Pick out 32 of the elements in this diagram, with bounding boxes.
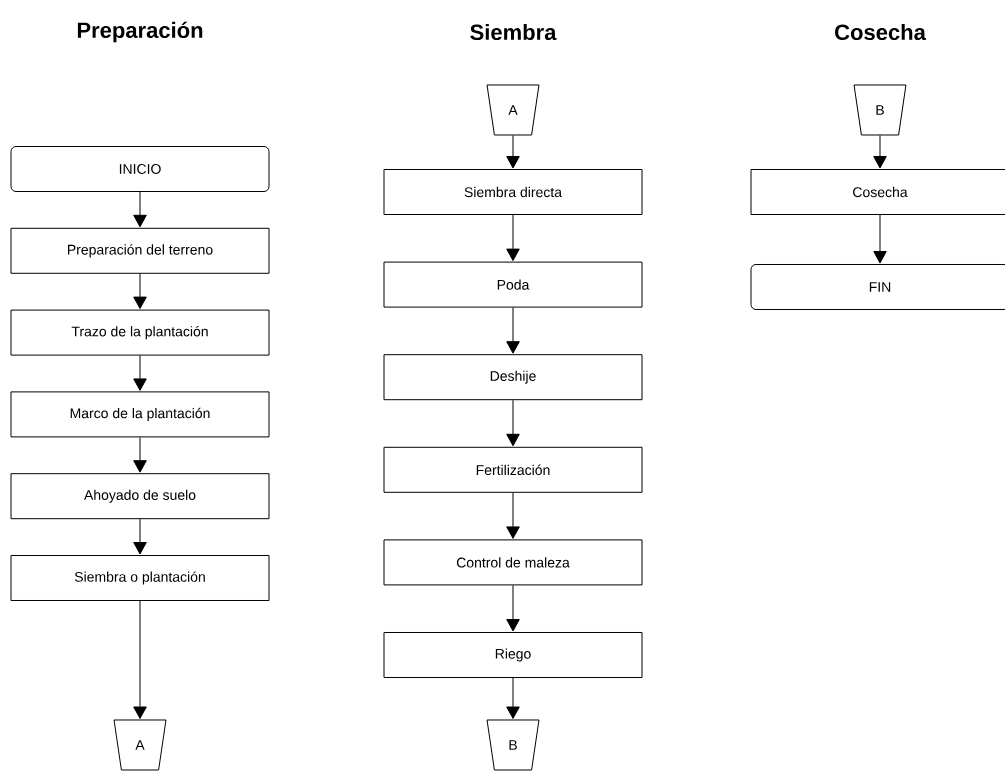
process-box: Siembra directa: [383, 169, 643, 215]
process-box: Trazo de la plantación: [10, 309, 270, 356]
process-box: Riego: [383, 632, 643, 678]
arrow: [506, 214, 520, 262]
arrow: [873, 214, 887, 264]
arrow: [133, 436, 147, 473]
arrow: [873, 135, 887, 169]
arrow: [133, 355, 147, 391]
process-box: Ahoyado de suelo: [10, 473, 270, 520]
column-heading: Siembra: [470, 23, 557, 41]
process-box: Deshije: [383, 354, 643, 401]
arrow: [506, 492, 520, 539]
arrow: [506, 677, 520, 719]
arrow: [133, 600, 147, 719]
terminal-box: FIN: [750, 264, 1005, 310]
process-box: Control de maleza: [383, 539, 643, 586]
process-box: Siembra o plantación: [10, 555, 270, 601]
terminal-box: INICIO: [10, 146, 270, 192]
arrow: [506, 399, 520, 447]
column-heading: Preparación: [77, 21, 203, 43]
arrow: [506, 584, 520, 632]
process-box: Marco de la plantación: [10, 391, 270, 438]
arrow: [133, 273, 147, 310]
process-box: Fertilización: [383, 446, 643, 493]
arrow: [506, 135, 520, 169]
arrow: [133, 191, 147, 228]
process-box: Preparación del terreno: [10, 227, 270, 274]
column-heading: Cosecha: [835, 23, 926, 41]
arrow: [506, 307, 520, 354]
process-box: Cosecha: [750, 169, 1005, 215]
process-box: Poda: [383, 261, 643, 308]
arrow: [133, 518, 147, 555]
